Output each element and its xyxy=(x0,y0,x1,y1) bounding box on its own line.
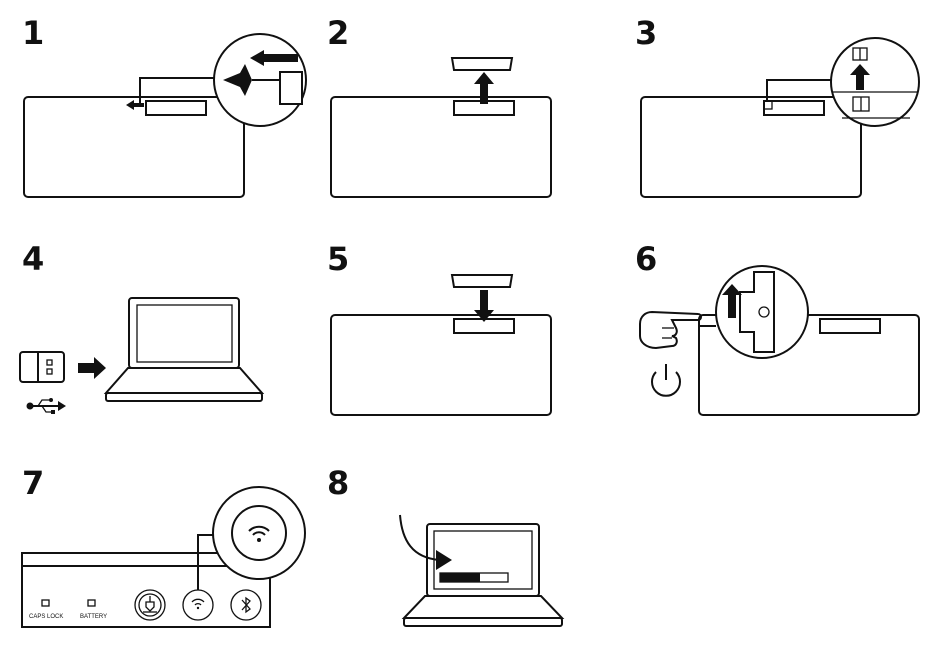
keyboard-body xyxy=(330,314,552,416)
bluetooth-icon xyxy=(230,589,262,621)
receiver-compartment xyxy=(819,318,881,334)
arrow-icon xyxy=(78,357,106,379)
battery-indicator xyxy=(87,599,96,607)
usb-receiver-icon xyxy=(19,351,65,383)
laptop-icon xyxy=(103,297,265,402)
battery-label: BATTERY xyxy=(80,614,107,620)
cover-edge xyxy=(279,71,303,105)
step-7: 7 CAPS LOCK BATTERY xyxy=(21,464,306,628)
step-5: 5 xyxy=(327,240,552,416)
step-number-3: 3 xyxy=(635,14,657,52)
step-4: 4 xyxy=(19,240,265,414)
keyboard-body xyxy=(330,96,552,198)
curved-arrow xyxy=(399,514,441,561)
power-switch xyxy=(758,306,770,318)
arrow-up-icon xyxy=(474,72,494,104)
step-number-2: 2 xyxy=(327,14,349,52)
step-number-4: 4 xyxy=(22,240,44,278)
cover xyxy=(450,274,514,288)
keyboard-body xyxy=(640,96,862,198)
arrow-icon xyxy=(126,100,144,110)
step-number-5: 5 xyxy=(327,240,349,278)
caps-lock-indicator xyxy=(41,599,50,607)
keyboard-body xyxy=(698,314,920,416)
wifi-icon xyxy=(248,525,270,542)
step-number-1: 1 xyxy=(22,14,44,52)
keyboard-body xyxy=(23,96,245,198)
step-3: 3 xyxy=(635,14,920,198)
removed-cover xyxy=(450,57,514,71)
callout-line xyxy=(766,79,834,101)
keyboard-side-edge xyxy=(739,271,775,353)
arrow-up-icon xyxy=(722,284,742,318)
arrow-up-icon xyxy=(850,64,870,90)
easy-switch-icon xyxy=(134,589,166,621)
progress-bar-icon xyxy=(439,572,509,583)
step-number-8: 8 xyxy=(327,464,349,502)
step-number-7: 7 xyxy=(22,464,44,502)
receiver-icon xyxy=(763,100,773,110)
callout-line xyxy=(139,77,218,103)
step-6: 6 xyxy=(635,240,920,416)
wifi-channel-button xyxy=(182,589,214,621)
zoom-circle xyxy=(830,37,920,127)
arrow-down-icon xyxy=(474,290,494,322)
caps-lock-label: CAPS LOCK xyxy=(29,614,63,620)
receiver-compartment-cover xyxy=(145,100,207,116)
keyboard-top-edge xyxy=(21,552,271,628)
usb-icon xyxy=(26,398,66,414)
cover-tab-icon xyxy=(223,64,252,96)
arrow-icon xyxy=(250,50,298,66)
arrow-icon xyxy=(436,550,452,570)
step-2: 2 xyxy=(327,14,552,198)
power-icon xyxy=(651,364,681,397)
laptop-icon xyxy=(401,523,565,627)
zoom-circle xyxy=(715,265,809,359)
receiver-compartment xyxy=(763,100,825,116)
step-number-6: 6 xyxy=(635,240,657,278)
hand-pointer-icon xyxy=(639,310,702,350)
step-1: 1 xyxy=(22,14,307,198)
step-8: 8 xyxy=(327,464,565,627)
